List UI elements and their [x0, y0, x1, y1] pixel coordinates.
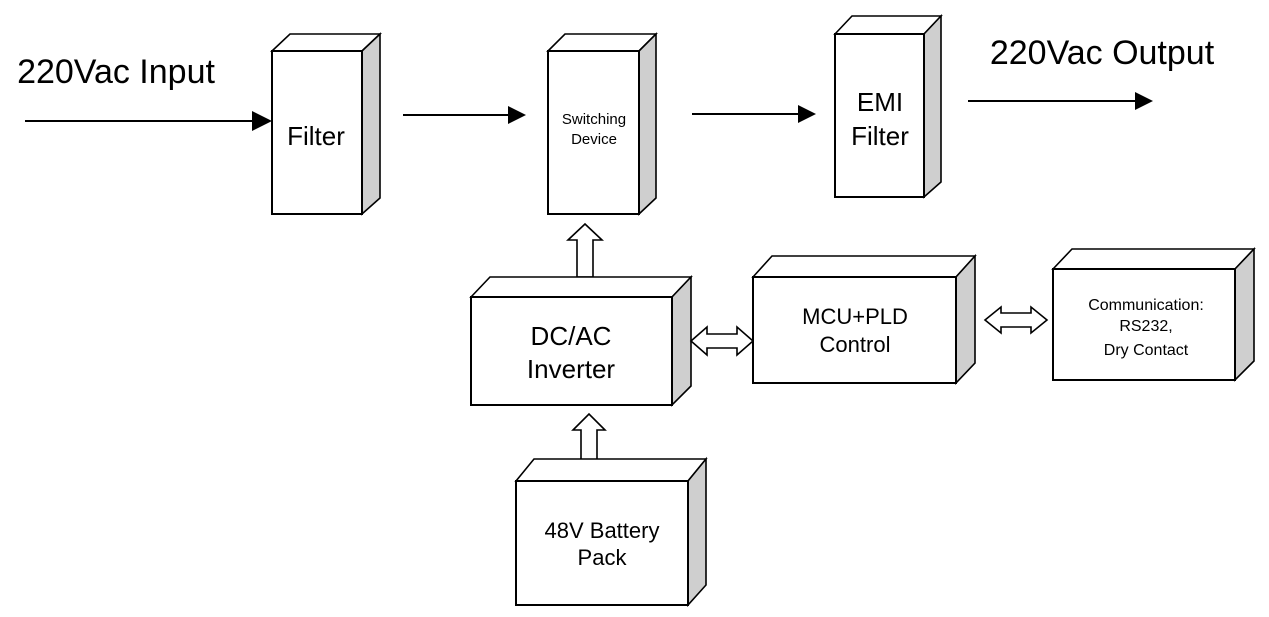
inverter-to-switch-arrow	[565, 222, 605, 278]
communication-label-line1: Communication:	[1088, 297, 1204, 314]
inverter-mcu-double-arrow	[689, 325, 755, 357]
communication-label-line2: RS232,	[1119, 318, 1172, 335]
mcu-control-block: MCU+PLD Control	[751, 253, 977, 386]
battery-label-line2: Pack	[578, 545, 628, 570]
filter-block: Filter	[269, 32, 383, 216]
output-arrow	[968, 92, 1153, 110]
input-arrow	[25, 111, 272, 131]
inverter-label-line2: Inverter	[527, 354, 615, 384]
battery-label-line1: 48V Battery	[545, 518, 660, 543]
inverter-label-line1: DC/AC	[531, 321, 612, 351]
switching-device-label-line1: Switching	[562, 111, 626, 128]
inverter-block: DC/AC Inverter	[469, 274, 693, 407]
battery-pack-block: 48V Battery Pack	[514, 456, 708, 608]
switching-device-label-line2: Device	[571, 131, 617, 148]
mcu-label-line1: MCU+PLD	[802, 304, 908, 329]
mcu-comm-double-arrow	[983, 305, 1049, 335]
emi-filter-block: EMI Filter	[833, 13, 943, 199]
switch-to-emi-arrow	[692, 105, 816, 123]
switching-device-block: Switching Device	[546, 32, 658, 216]
emi-filter-label-line1: EMI	[857, 87, 903, 117]
filter-label: Filter	[287, 121, 345, 151]
input-label: 220Vac Input	[17, 53, 215, 91]
communication-block: Communication: RS232, Dry Contact	[1051, 246, 1256, 382]
output-label: 220Vac Output	[990, 34, 1215, 72]
mcu-label-line2: Control	[820, 332, 891, 357]
filter-to-switch-arrow	[403, 106, 526, 124]
emi-filter-label-line2: Filter	[851, 121, 909, 151]
communication-label-line3: Dry Contact	[1104, 342, 1189, 359]
